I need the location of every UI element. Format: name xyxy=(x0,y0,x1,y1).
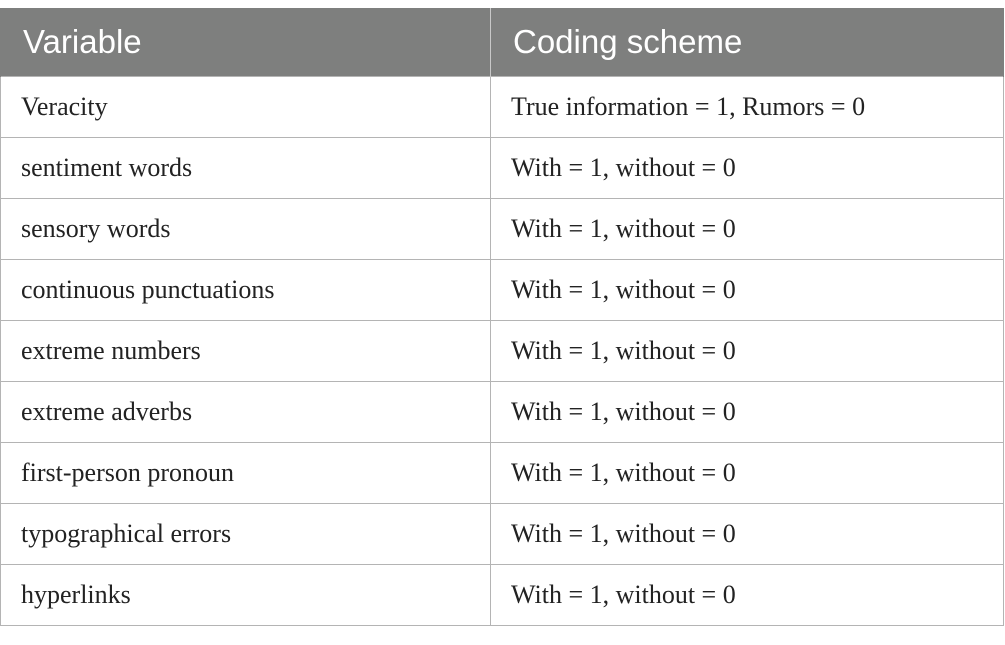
variable-cell: continuous punctuations xyxy=(0,259,491,321)
coding-scheme-cell: With = 1, without = 0 xyxy=(490,198,1004,260)
table-row: first-person pronoun With = 1, without =… xyxy=(0,442,1004,504)
coding-table-container: Variable Coding scheme Veracity True inf… xyxy=(0,8,1004,626)
table-row: Veracity True information = 1, Rumors = … xyxy=(0,76,1004,138)
coding-table: Variable Coding scheme Veracity True inf… xyxy=(0,8,1004,626)
table-header-row: Variable Coding scheme xyxy=(0,8,1004,77)
variable-cell: sentiment words xyxy=(0,137,491,199)
variable-cell: first-person pronoun xyxy=(0,442,491,504)
variable-cell: Veracity xyxy=(0,76,491,138)
coding-scheme-cell: True information = 1, Rumors = 0 xyxy=(490,76,1004,138)
coding-scheme-cell: With = 1, without = 0 xyxy=(490,137,1004,199)
coding-scheme-cell: With = 1, without = 0 xyxy=(490,564,1004,626)
table-row: sentiment words With = 1, without = 0 xyxy=(0,137,1004,199)
coding-scheme-cell: With = 1, without = 0 xyxy=(490,259,1004,321)
variable-cell: extreme adverbs xyxy=(0,381,491,443)
variable-cell: hyperlinks xyxy=(0,564,491,626)
coding-scheme-cell: With = 1, without = 0 xyxy=(490,320,1004,382)
table-row: sensory words With = 1, without = 0 xyxy=(0,198,1004,260)
table-row: extreme adverbs With = 1, without = 0 xyxy=(0,381,1004,443)
coding-scheme-cell: With = 1, without = 0 xyxy=(490,503,1004,565)
variable-cell: typographical errors xyxy=(0,503,491,565)
variable-cell: sensory words xyxy=(0,198,491,260)
table-row: typographical errors With = 1, without =… xyxy=(0,503,1004,565)
coding-scheme-cell: With = 1, without = 0 xyxy=(490,442,1004,504)
coding-scheme-cell: With = 1, without = 0 xyxy=(490,381,1004,443)
column-header-variable: Variable xyxy=(0,8,491,77)
table-row: hyperlinks With = 1, without = 0 xyxy=(0,564,1004,626)
table-row: continuous punctuations With = 1, withou… xyxy=(0,259,1004,321)
table-row: extreme numbers With = 1, without = 0 xyxy=(0,320,1004,382)
column-header-coding-scheme: Coding scheme xyxy=(490,8,1004,77)
variable-cell: extreme numbers xyxy=(0,320,491,382)
